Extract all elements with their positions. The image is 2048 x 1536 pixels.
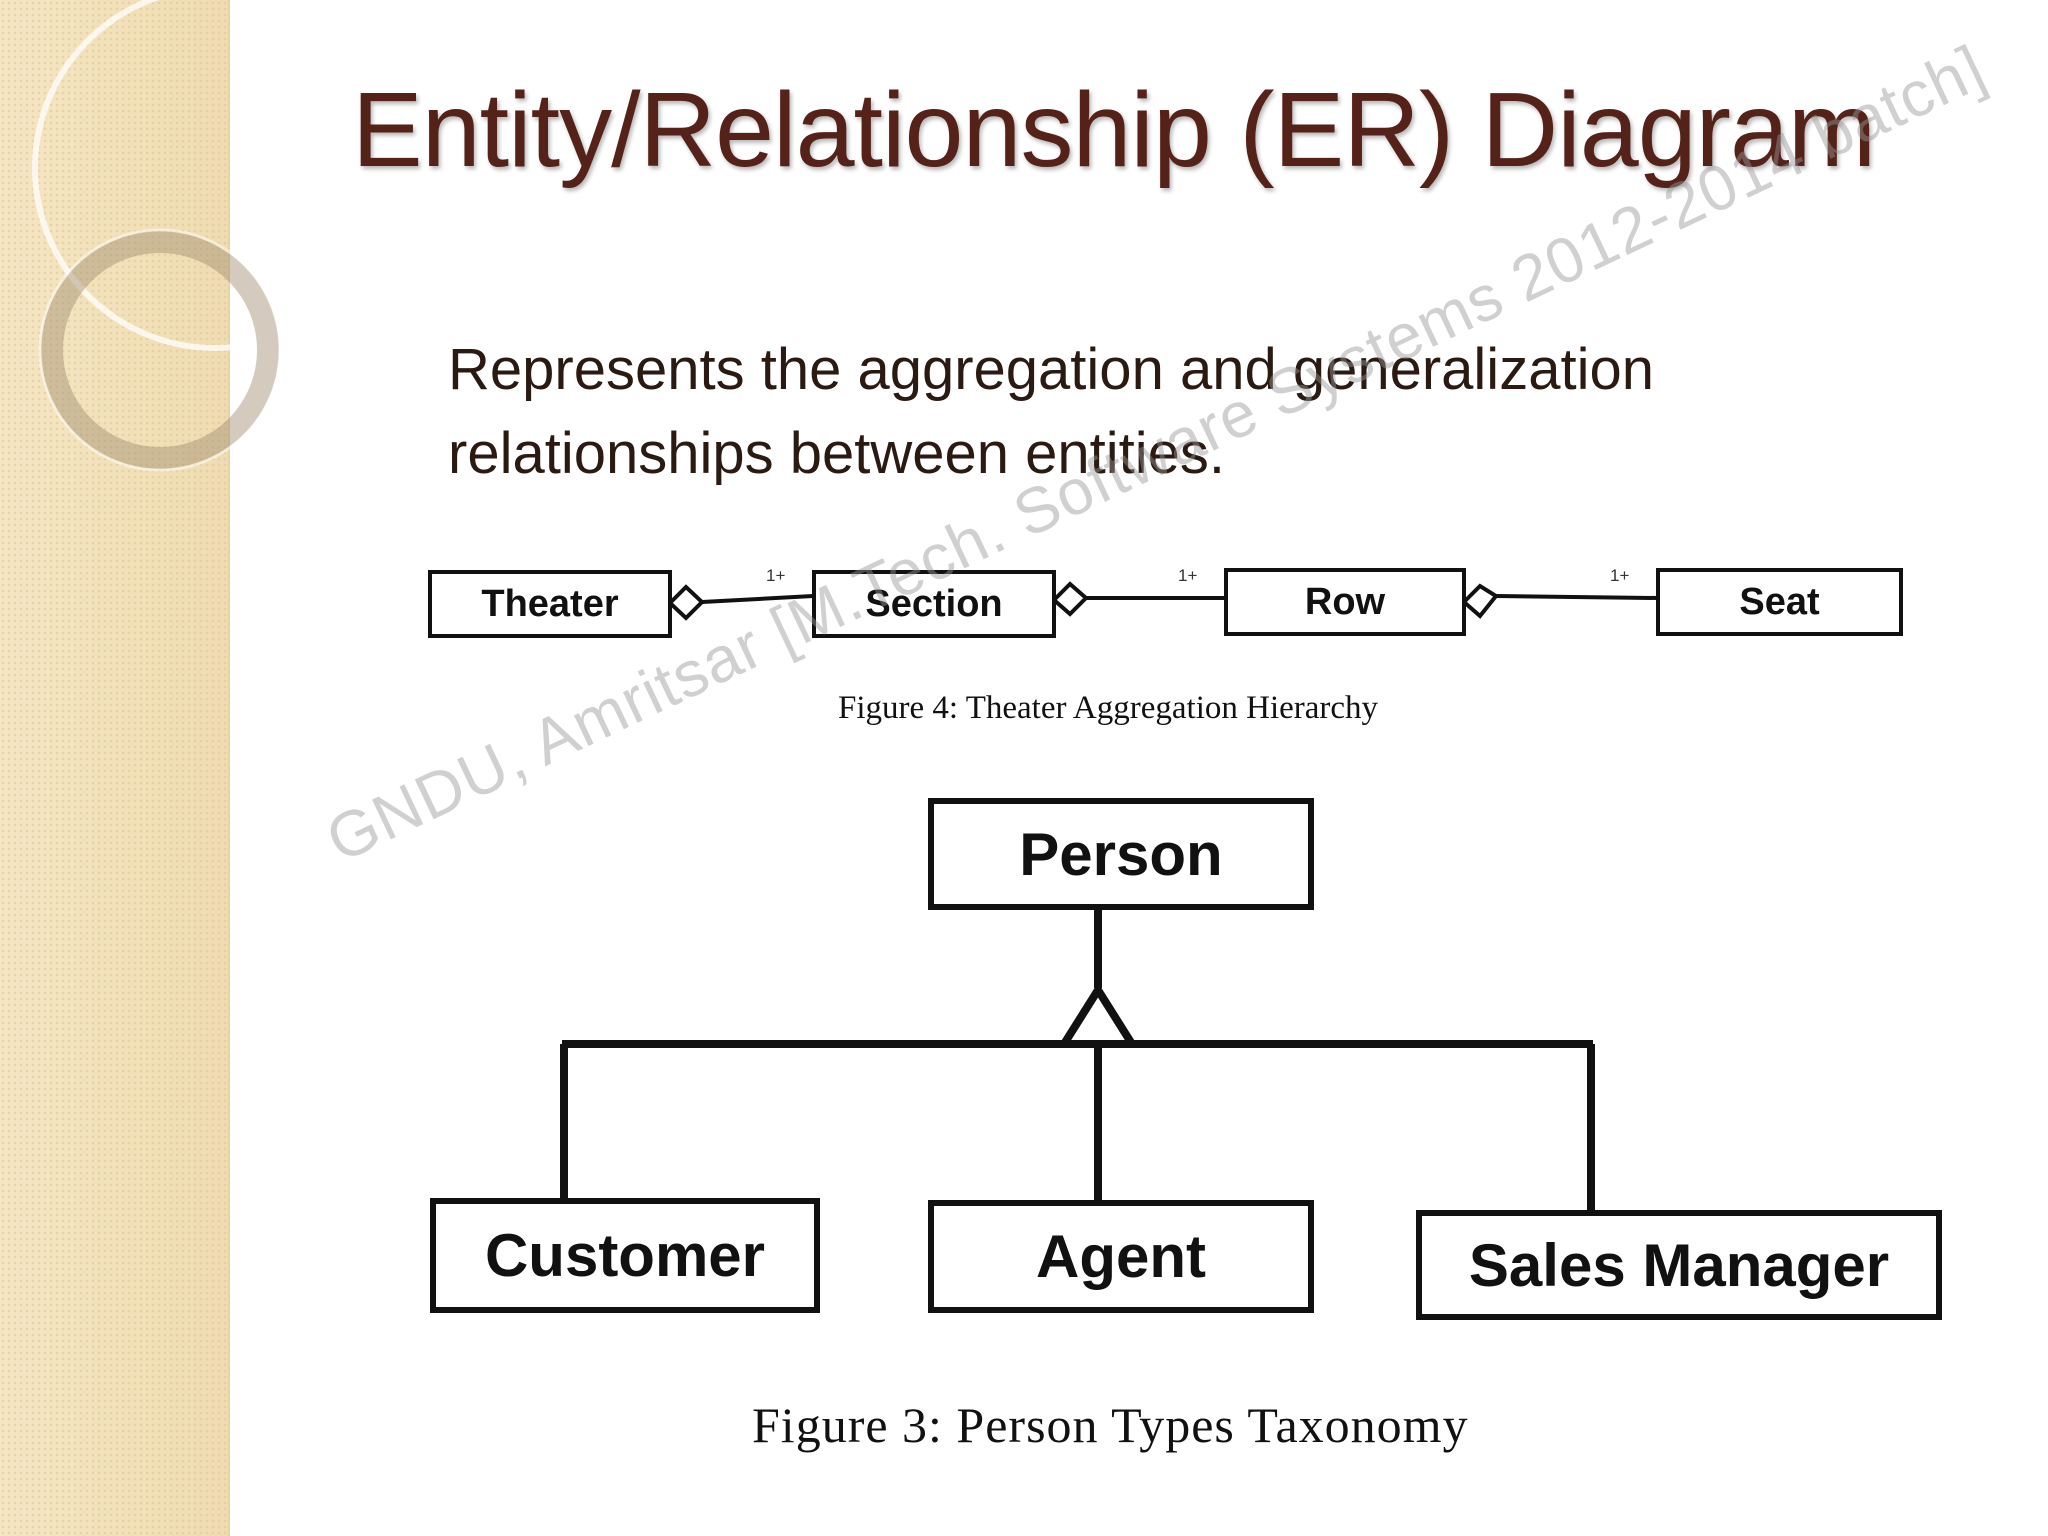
description-line-2: relationships between entities. (448, 421, 1226, 486)
multiplicity-theater-section: 1+ (766, 566, 786, 585)
aggregation-diamond-theater (667, 584, 705, 621)
aggregation-diamond-section (1051, 581, 1089, 617)
decorative-sidebar (0, 0, 230, 1536)
link-theater-section (701, 594, 814, 604)
entity-row: Row (1224, 568, 1466, 636)
entity-seat: Seat (1656, 568, 1903, 636)
entity-sales-manager: Sales Manager (1416, 1210, 1942, 1320)
entity-customer: Customer (430, 1198, 820, 1313)
generalization-triangle (1056, 982, 1140, 1048)
decorative-rings (32, 0, 330, 472)
multiplicity-row-seat: 1+ (1610, 566, 1630, 585)
entity-person: Person (928, 798, 1314, 910)
description-line-1: Represents the aggregation and generaliz… (448, 337, 1654, 402)
figure-4-caption: Figure 4: Theater Aggregation Hierarchy (838, 690, 1379, 726)
multiplicity-section-row: 1+ (1178, 566, 1198, 585)
link-row-seat (1495, 594, 1658, 600)
entity-agent: Agent (928, 1200, 1314, 1313)
slide-title: Entity/Relationship (ER) Diagram (352, 71, 1876, 189)
entity-theater: Theater (428, 570, 672, 638)
entity-section: Section (812, 570, 1056, 638)
slide-description: Represents the aggregation and generaliz… (448, 328, 1654, 496)
figure-3-caption: Figure 3: Person Types Taxonomy (752, 1397, 1469, 1453)
aggregation-diamond-row (1461, 583, 1499, 619)
